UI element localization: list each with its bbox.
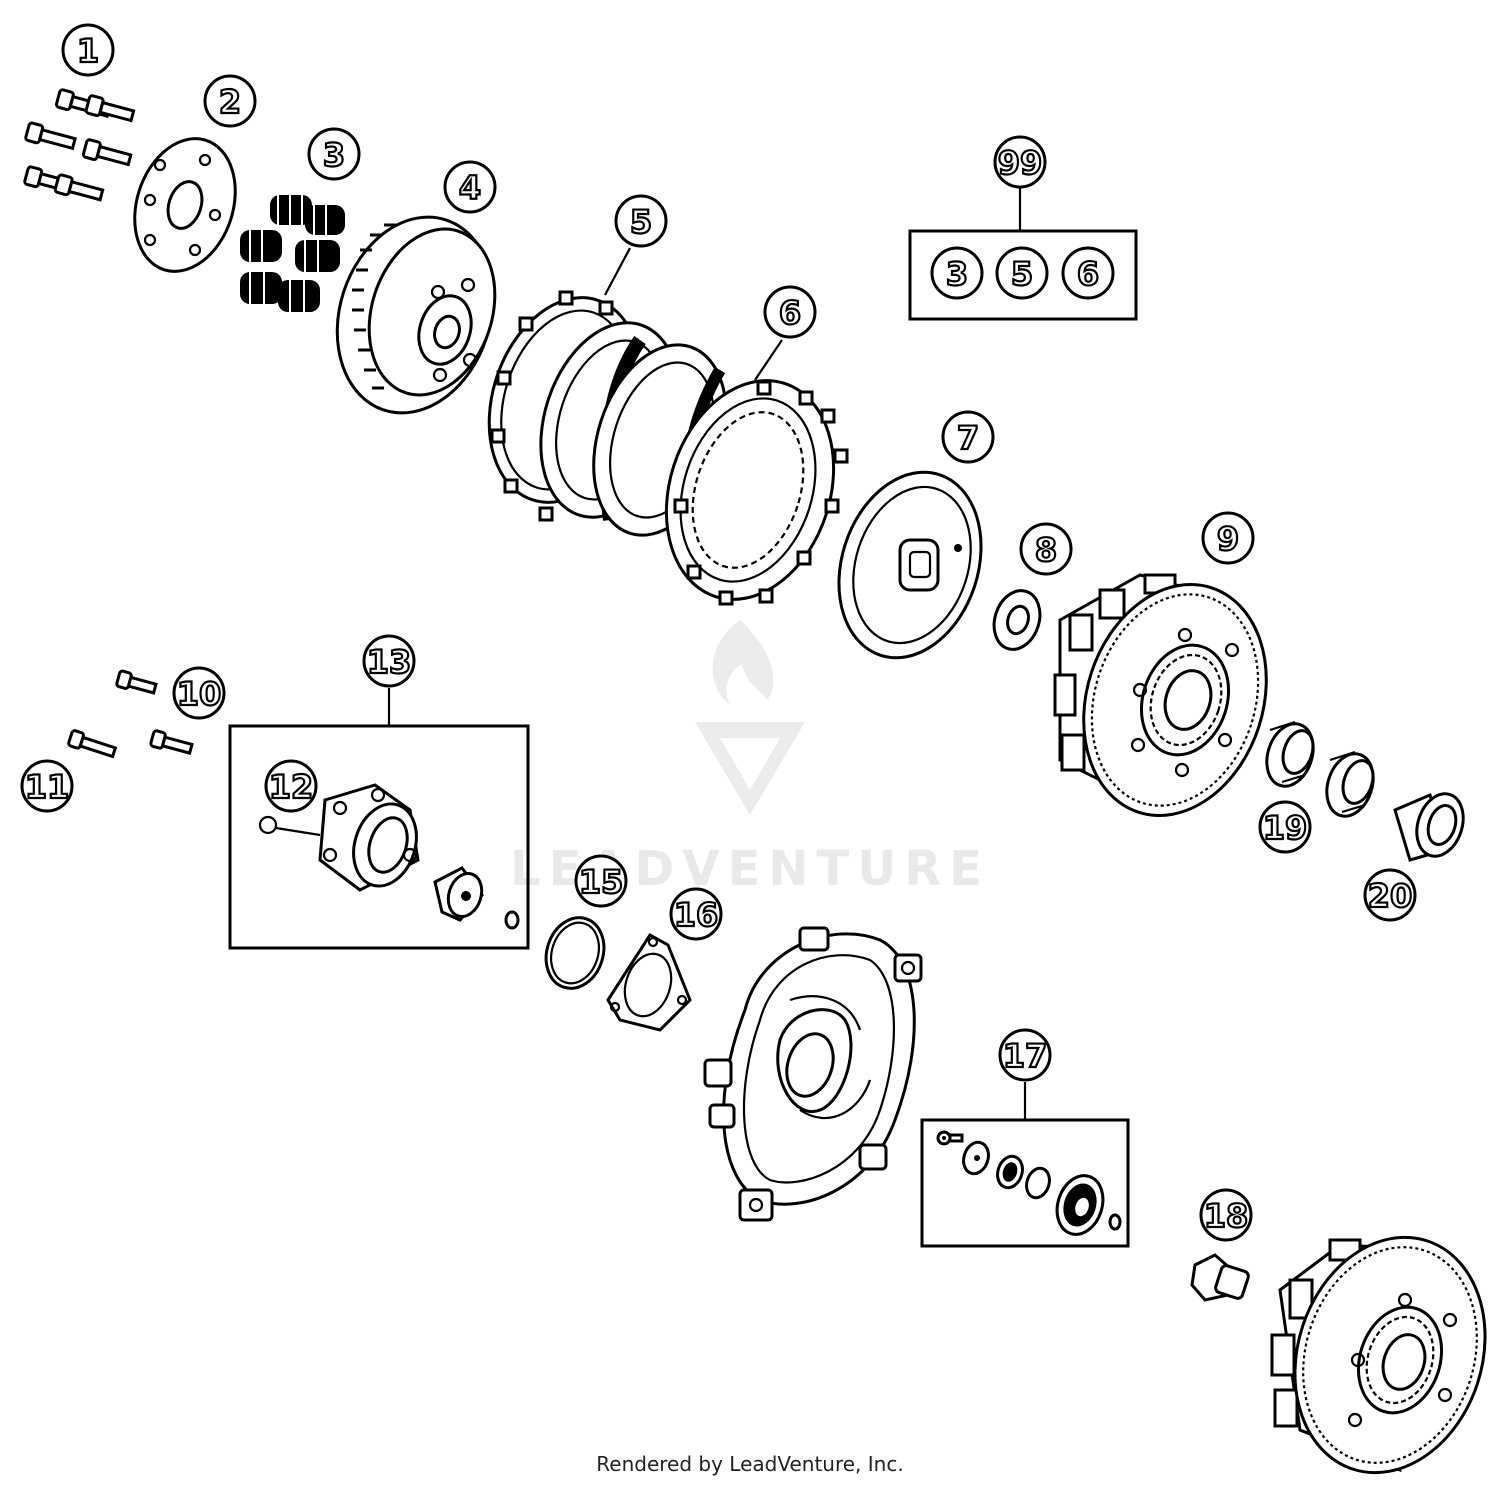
svg-text:15: 15 bbox=[579, 863, 624, 901]
svg-text:17: 17 bbox=[1003, 1037, 1048, 1075]
callout-18: 18 bbox=[1199, 1188, 1253, 1242]
leader-lines bbox=[387, 247, 1027, 1120]
svg-text:5: 5 bbox=[1011, 255, 1033, 293]
kit-99-item-6: 6 bbox=[1061, 246, 1115, 300]
svg-text:19: 19 bbox=[1263, 809, 1308, 847]
watermark-flame-icon bbox=[712, 620, 774, 705]
callout-15: 15 bbox=[574, 854, 628, 908]
svg-text:13: 13 bbox=[367, 643, 412, 681]
svg-text:18: 18 bbox=[1204, 1197, 1249, 1235]
svg-text:5: 5 bbox=[630, 203, 652, 241]
part-9-clutch-basket bbox=[1053, 573, 1268, 817]
credit-text: Rendered by LeadVenture, Inc. bbox=[596, 1452, 904, 1476]
svg-text:7: 7 bbox=[957, 419, 979, 457]
callout-17: 17 bbox=[998, 1028, 1052, 1082]
part-6-friction-disc bbox=[664, 379, 849, 606]
clutch-basket-assembly bbox=[1270, 1235, 1487, 1475]
part-10-bolts bbox=[115, 669, 194, 755]
part-2-disc bbox=[133, 137, 237, 273]
part-4-inner-hub bbox=[335, 215, 497, 415]
part-3-springs bbox=[240, 195, 345, 312]
callout-13: 13 bbox=[362, 634, 416, 688]
callout-5: 5 bbox=[614, 194, 668, 248]
kit-17-parts bbox=[936, 1130, 1122, 1236]
part-8-washer bbox=[992, 589, 1042, 651]
svg-text:3: 3 bbox=[323, 136, 345, 174]
callout-12: 12 bbox=[264, 759, 318, 813]
svg-text:4: 4 bbox=[459, 169, 481, 207]
svg-text:10: 10 bbox=[177, 675, 222, 713]
callout-11: 11 bbox=[20, 759, 74, 813]
callout-19: 19 bbox=[1258, 800, 1312, 854]
callout-16: 16 bbox=[669, 887, 723, 941]
callout-9: 9 bbox=[1201, 511, 1255, 565]
svg-text:12: 12 bbox=[269, 768, 314, 806]
svg-text:9: 9 bbox=[1217, 520, 1239, 558]
clutch-cover bbox=[703, 926, 923, 1222]
callout-4: 4 bbox=[443, 160, 497, 214]
part-1-bolts bbox=[23, 88, 136, 202]
svg-text:1: 1 bbox=[77, 32, 99, 70]
svg-text:11: 11 bbox=[25, 768, 70, 806]
part-16-gasket bbox=[606, 933, 692, 1032]
callout-99: 99 bbox=[993, 135, 1047, 189]
part-18-bolt bbox=[1190, 1253, 1250, 1302]
kit-99-item-3: 3 bbox=[930, 246, 984, 300]
callout-2: 2 bbox=[203, 74, 257, 128]
part-7-pressure-plate bbox=[837, 470, 983, 660]
callout-7: 7 bbox=[941, 410, 995, 464]
svg-text:16: 16 bbox=[674, 896, 719, 934]
callout-8: 8 bbox=[1019, 522, 1073, 576]
callout-3: 3 bbox=[307, 127, 361, 181]
part-19-bearings bbox=[1265, 720, 1375, 818]
kit-99-item-5: 5 bbox=[995, 246, 1049, 300]
svg-text:2: 2 bbox=[219, 83, 241, 121]
svg-text:8: 8 bbox=[1035, 531, 1057, 569]
part-12-slave-cylinder bbox=[258, 783, 520, 930]
part-15-o-ring bbox=[544, 916, 606, 990]
part-20-bushing bbox=[1393, 792, 1465, 862]
svg-text:20: 20 bbox=[1368, 877, 1413, 915]
callout-1: 1 bbox=[61, 23, 115, 77]
svg-text:99: 99 bbox=[998, 144, 1043, 182]
callout-6: 6 bbox=[763, 285, 817, 339]
kit-99-box bbox=[908, 229, 1138, 321]
svg-text:3: 3 bbox=[946, 255, 968, 293]
watermark: LEADVENTURE bbox=[510, 620, 982, 897]
callout-20: 20 bbox=[1363, 868, 1417, 922]
kit-13-box bbox=[228, 724, 530, 950]
svg-text:6: 6 bbox=[779, 294, 801, 332]
part-11-bolt bbox=[67, 729, 118, 759]
watermark-logo-icon bbox=[695, 722, 805, 815]
svg-text:6: 6 bbox=[1077, 255, 1099, 293]
callout-10: 10 bbox=[172, 666, 226, 720]
